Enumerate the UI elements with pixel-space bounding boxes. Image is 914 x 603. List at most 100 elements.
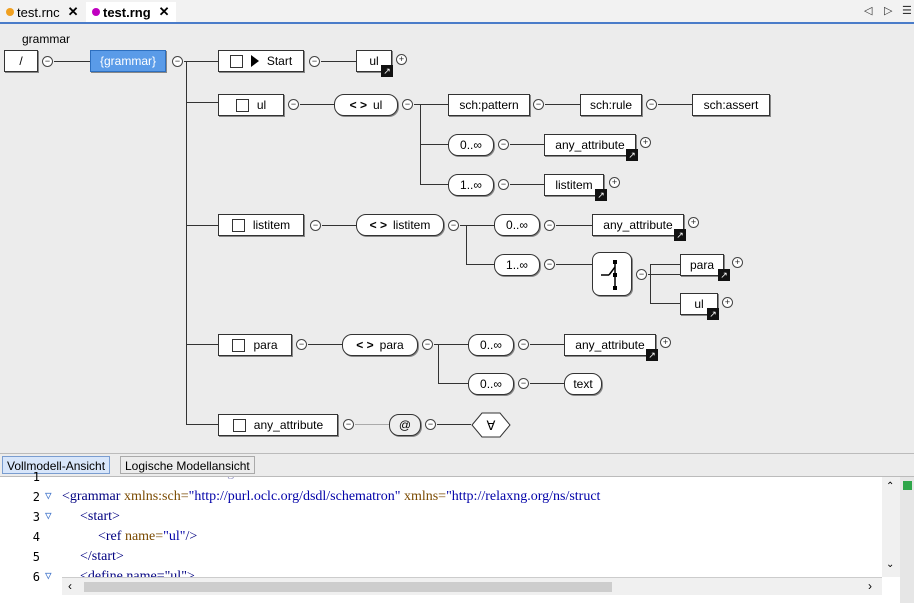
collapse-icon[interactable]: −	[288, 99, 299, 110]
tab-label: test.rnc	[17, 4, 60, 20]
horizontal-scrollbar[interactable]: ‹ ›	[62, 577, 882, 595]
collapse-icon[interactable]: −	[296, 339, 307, 350]
collapse-icon[interactable]: −	[544, 259, 555, 270]
expand-icon[interactable]: +	[722, 297, 733, 308]
grammar-label: {grammar}	[99, 54, 157, 68]
checkbox-icon	[229, 54, 243, 68]
occurrence-label: 1..∞	[460, 178, 482, 192]
collapse-icon[interactable]: −	[544, 220, 555, 231]
scroll-thumb[interactable]	[84, 582, 612, 592]
ref-para-node[interactable]: para	[680, 254, 724, 276]
scroll-down-icon[interactable]: ⌄	[886, 559, 895, 570]
scroll-up-icon[interactable]: ⌃	[886, 481, 895, 492]
occurrence-node[interactable]: 0..∞	[448, 134, 494, 156]
sch-rule-node[interactable]: sch:rule	[580, 94, 642, 116]
scroll-right-icon[interactable]: ›	[868, 579, 872, 593]
define-listitem-node[interactable]: listitem	[218, 214, 304, 236]
collapse-icon[interactable]: −	[498, 179, 509, 190]
fold-icon[interactable]: ▽	[45, 509, 52, 522]
line-number: 2	[32, 490, 40, 504]
expand-icon[interactable]: +	[732, 257, 743, 268]
any-name-node[interactable]: ∀	[470, 411, 512, 439]
start-node[interactable]: Start	[218, 50, 304, 72]
collapse-icon[interactable]: −	[646, 99, 657, 110]
define-any-attribute-node[interactable]: any_attribute	[218, 414, 338, 436]
text-label: text	[573, 377, 593, 391]
ref-label: para	[689, 258, 715, 272]
checkbox-icon	[235, 98, 249, 112]
collapse-icon[interactable]: −	[533, 99, 544, 110]
root-node[interactable]: /	[4, 50, 38, 72]
element-listitem-node[interactable]: < >listitem	[356, 214, 444, 236]
reference-arrow-icon: ↗	[707, 308, 719, 320]
collapse-icon[interactable]: −	[309, 56, 320, 67]
define-label: any_attribute	[253, 418, 324, 432]
tab-logical-model-view[interactable]: Logische Modellansicht	[120, 456, 255, 474]
code-text[interactable]: <?xml version="1.0" encoding="UTF-8"?> <…	[62, 477, 882, 577]
tab-full-model-view[interactable]: Vollmodell-Ansicht	[2, 456, 111, 474]
occurrence-node[interactable]: 0..∞	[468, 373, 514, 395]
collapse-icon[interactable]: −	[518, 378, 529, 389]
collapse-icon[interactable]: −	[402, 99, 413, 110]
occurrence-node[interactable]: 1..∞	[494, 254, 540, 276]
define-label: ul	[256, 98, 267, 112]
expand-icon[interactable]: +	[640, 137, 651, 148]
collapse-icon[interactable]: −	[422, 339, 433, 350]
breadcrumb[interactable]: grammar	[22, 32, 71, 46]
previous-tab-icon[interactable]: ◁	[864, 5, 873, 17]
element-icon: < >	[369, 218, 387, 232]
choice-compositor[interactable]	[592, 252, 632, 296]
ref-listitem-node[interactable]: listitem	[544, 174, 604, 196]
occurrence-node[interactable]: 0..∞	[468, 334, 514, 356]
tab-test-rng[interactable]: test.rng ✕	[86, 2, 176, 22]
collapse-icon[interactable]: −	[42, 56, 53, 67]
occurrence-node[interactable]: 0..∞	[494, 214, 540, 236]
tab-test-rnc[interactable]: test.rnc ✕	[0, 2, 85, 22]
element-ul-node[interactable]: < >ul	[334, 94, 398, 116]
fold-icon[interactable]: ▽	[45, 569, 52, 582]
ref-any-attribute-node[interactable]: any_attribute	[564, 334, 656, 356]
collapse-icon[interactable]: −	[425, 419, 436, 430]
define-para-node[interactable]: para	[218, 334, 292, 356]
collapse-icon[interactable]: −	[343, 419, 354, 430]
expand-icon[interactable]: +	[609, 177, 620, 188]
collapse-icon[interactable]: −	[172, 56, 183, 67]
vertical-scrollbar[interactable]: ⌃ ⌄	[882, 477, 900, 577]
expand-icon[interactable]: +	[688, 217, 699, 228]
tab-menu-icon[interactable]: ☰	[902, 5, 912, 17]
collapse-icon[interactable]: −	[498, 139, 509, 150]
fold-icon[interactable]: ▽	[45, 489, 52, 502]
occurrence-node[interactable]: 1..∞	[448, 174, 494, 196]
collapse-icon[interactable]: −	[636, 269, 647, 280]
sch-pattern-node[interactable]: sch:pattern	[448, 94, 530, 116]
define-ul-node[interactable]: ul	[218, 94, 284, 116]
code-editor[interactable]: 1 2▽ 3▽ 4 5 6▽ <?xml version="1.0" encod…	[0, 470, 914, 603]
ref-any-attribute-node[interactable]: any_attribute	[544, 134, 636, 156]
attribute-node[interactable]: @	[389, 414, 421, 436]
collapse-icon[interactable]: −	[448, 220, 459, 231]
line-gutter: 1 2▽ 3▽ 4 5 6▽	[0, 470, 62, 584]
text-node[interactable]: text	[564, 373, 602, 395]
next-tab-icon[interactable]: ▷	[884, 5, 893, 17]
tab-label: test.rng	[103, 4, 151, 20]
checkbox-icon	[231, 218, 245, 232]
file-dot-icon	[92, 8, 100, 16]
modified-dot-icon	[6, 8, 14, 16]
expand-icon[interactable]: +	[660, 337, 671, 348]
element-para-node[interactable]: < >para	[342, 334, 418, 356]
occurrence-label: 0..∞	[506, 218, 528, 232]
validation-strip	[900, 477, 914, 603]
occurrence-label: 0..∞	[460, 138, 482, 152]
expand-icon[interactable]: +	[396, 54, 407, 65]
ref-label: listitem	[555, 178, 593, 192]
ref-any-attribute-node[interactable]: any_attribute	[592, 214, 684, 236]
sch-assert-node[interactable]: sch:assert	[692, 94, 770, 116]
close-icon[interactable]: ✕	[67, 4, 79, 19]
scroll-left-icon[interactable]: ‹	[68, 579, 72, 593]
collapse-icon[interactable]: −	[518, 339, 529, 350]
define-label: listitem	[252, 218, 291, 232]
grammar-node[interactable]: {grammar}	[90, 50, 166, 72]
close-icon[interactable]: ✕	[158, 4, 170, 19]
assert-label: sch:assert	[703, 98, 759, 112]
collapse-icon[interactable]: −	[310, 220, 321, 231]
